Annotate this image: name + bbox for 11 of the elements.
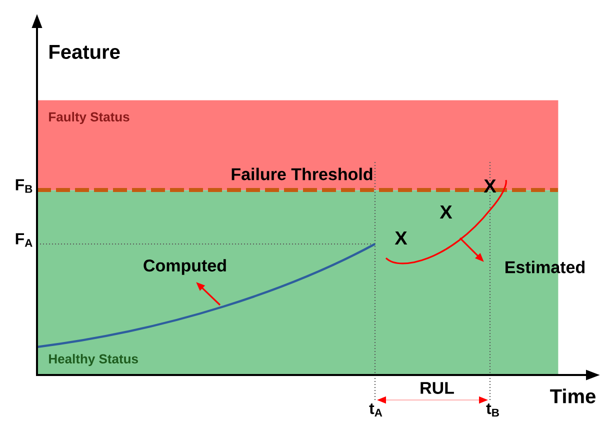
axis-title: Feature xyxy=(50,45,120,59)
axis-tick-label: F$_{A}$ xyxy=(16,233,32,247)
axis-tick-label: t$_{A}$ xyxy=(369,404,382,417)
axis-tick-label: t$_{B}$ xyxy=(486,404,499,417)
threshold-label: Failure Threshold xyxy=(232,168,372,180)
axis-tick-label: F$_{B}$ xyxy=(16,179,32,193)
axis-title: Time xyxy=(550,388,596,404)
curve-label: Computed xyxy=(144,259,226,275)
data-point-mark: X xyxy=(484,179,496,193)
data-point-mark: X xyxy=(394,231,408,245)
data-point-mark: X xyxy=(440,205,452,219)
